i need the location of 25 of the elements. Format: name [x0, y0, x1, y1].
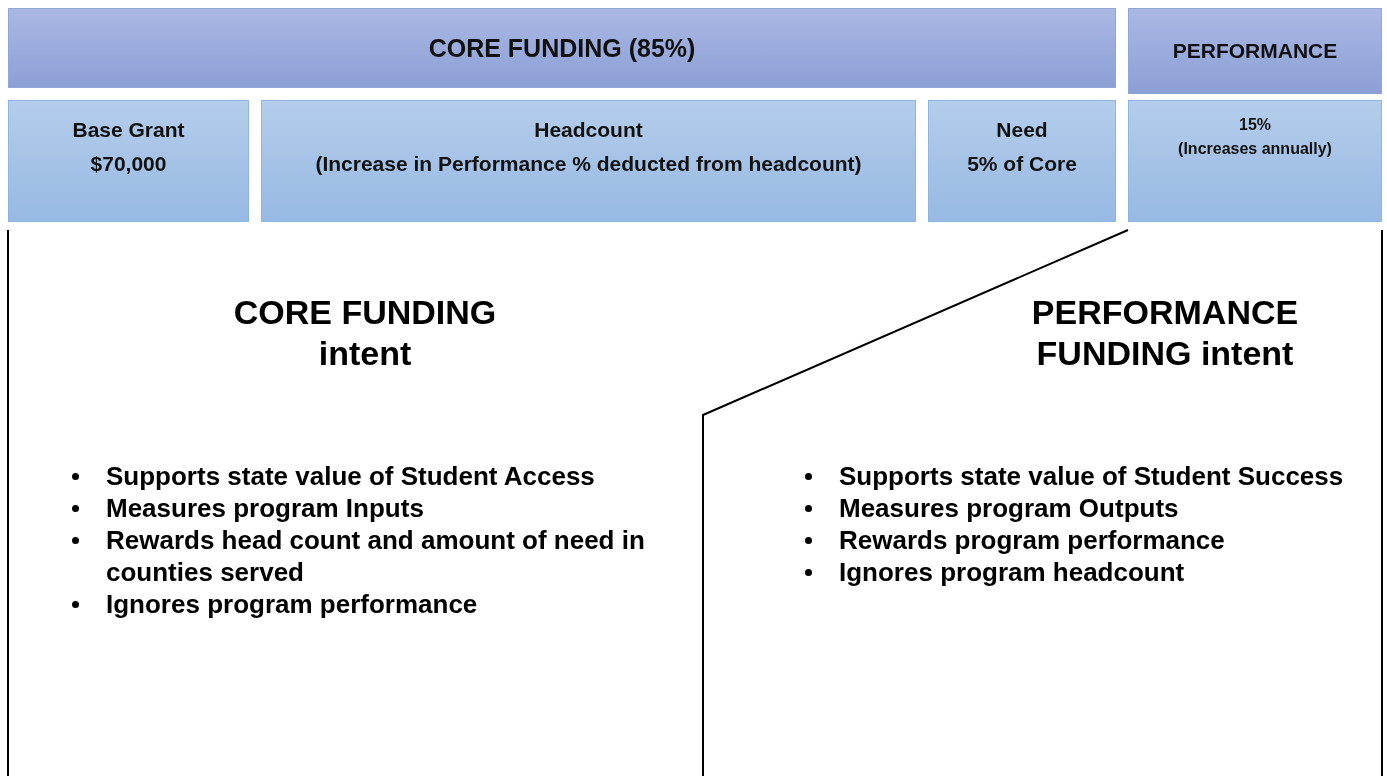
funding-box	[261, 100, 916, 222]
bullet-text: Measures program Outputs	[839, 493, 1179, 523]
funding-box	[928, 100, 1116, 222]
box-heading: PERFORMANCE	[1172, 39, 1338, 63]
section-heading: CORE FUNDING intent	[232, 292, 498, 374]
box-heading: 15%	[1239, 115, 1271, 135]
box-text: 5% of Core	[967, 151, 1077, 177]
bullet-text: Ignores program performance	[106, 589, 478, 619]
box-heading: Headcount	[534, 117, 643, 143]
box-text: (Increase in Performance % deducted from headcount)	[314, 151, 863, 177]
funding-box	[1128, 100, 1382, 222]
bullet-text: Rewards head count and amount of need in counties served	[106, 525, 645, 587]
box-heading: CORE FUNDING (85%)	[428, 33, 696, 63]
box-heading: Base Grant $70,000	[71, 117, 186, 177]
bullet-text: Supports state value of Student Success	[839, 461, 1344, 491]
header-band	[8, 8, 1116, 88]
bullet-text: Ignores program headcount	[839, 557, 1185, 587]
section-heading: PERFORMANCE FUNDING intent	[1030, 292, 1300, 374]
header-band	[1128, 8, 1382, 94]
box-text: (Increases annually)	[1178, 139, 1332, 159]
bullet-text: Measures program Inputs	[106, 493, 424, 523]
bullet-text: Supports state value of Student Access	[106, 461, 595, 491]
box-heading: Need	[996, 117, 1048, 143]
funding-box	[8, 100, 249, 222]
bullet-text: Rewards program performance	[839, 525, 1225, 555]
